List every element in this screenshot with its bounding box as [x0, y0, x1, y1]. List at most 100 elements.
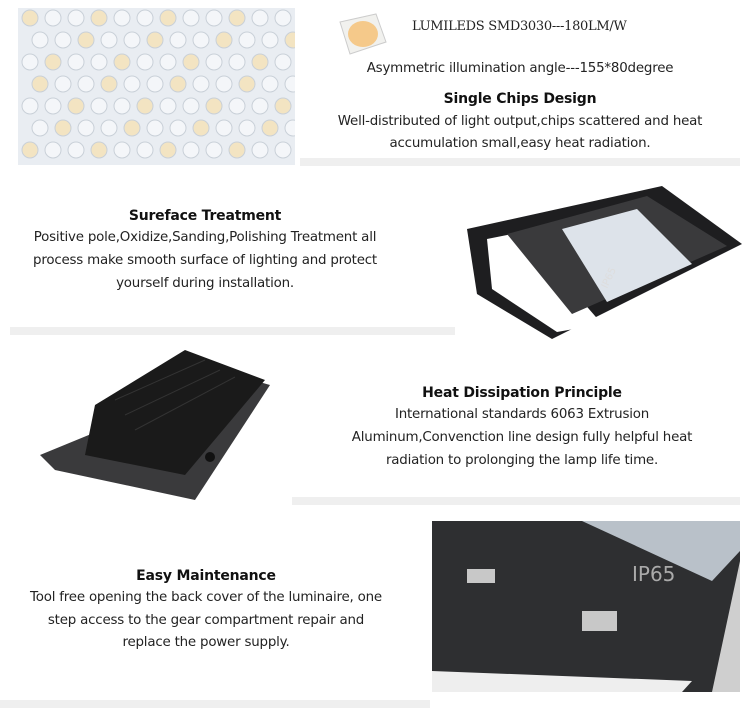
led-lens	[90, 53, 108, 71]
led-lens	[44, 97, 62, 115]
maintenance-line-3: replace the power supply.	[122, 635, 290, 650]
led-lens	[31, 75, 49, 93]
led-lens	[228, 53, 246, 71]
led-lens	[67, 53, 85, 71]
led-lens	[284, 119, 295, 137]
led-lens	[77, 75, 95, 93]
led-lens	[44, 9, 62, 27]
led-lens	[21, 97, 39, 115]
led-lens	[205, 9, 223, 27]
led-lens	[284, 75, 295, 93]
led-lens	[21, 141, 39, 159]
led-chip-icon	[336, 12, 388, 58]
led-lens	[113, 97, 131, 115]
led-lens	[228, 97, 246, 115]
led-lens	[100, 31, 118, 49]
led-lens	[251, 53, 269, 71]
led-lens	[146, 31, 164, 49]
floodlight-closeup-image: IP65	[432, 521, 740, 692]
led-lens	[100, 119, 118, 137]
surface-treatment-heading: Sureface Treatment	[128, 208, 282, 224]
surface-line-1: Positive pole,Oxidize,Sanding,Polishing …	[33, 230, 377, 245]
led-lens	[159, 53, 177, 71]
led-lens	[261, 31, 279, 49]
maintenance-line-2: step access to the gear compartment repa…	[47, 613, 365, 628]
led-lens	[77, 31, 95, 49]
led-lens	[274, 97, 292, 115]
led-lens	[21, 53, 39, 71]
led-lens	[31, 119, 49, 137]
floodlight-front-image: IP65	[462, 184, 747, 342]
led-lens	[169, 119, 187, 137]
led-lens	[113, 141, 131, 159]
single-chips-heading: Single Chips Design	[443, 91, 597, 107]
led-lens	[136, 97, 154, 115]
led-lens	[113, 9, 131, 27]
led-lens	[67, 97, 85, 115]
led-lens	[228, 141, 246, 159]
led-lens	[21, 9, 39, 27]
led-lens	[238, 31, 256, 49]
heat-line-3: radiation to prolonging the lamp life ti…	[385, 453, 659, 468]
led-lens	[274, 141, 292, 159]
led-lens	[205, 97, 223, 115]
led-lens	[123, 31, 141, 49]
led-lens	[251, 9, 269, 27]
led-lens	[169, 31, 187, 49]
led-lens	[182, 53, 200, 71]
divider	[0, 700, 430, 708]
led-lens	[205, 141, 223, 159]
led-lens	[159, 141, 177, 159]
chip-spec-label: LUMILEDS SMD3030---180LM/W	[412, 19, 627, 34]
single-chips-line-2: accumulation small,easy heat radiation.	[389, 136, 651, 151]
led-lens	[284, 31, 295, 49]
led-lens	[274, 53, 292, 71]
led-lens	[90, 141, 108, 159]
led-lens	[205, 53, 223, 71]
easy-maintenance-heading: Easy Maintenance	[136, 568, 276, 584]
led-lens	[113, 53, 131, 71]
led-lens	[90, 97, 108, 115]
led-lens	[215, 75, 233, 93]
led-lens	[44, 141, 62, 159]
led-lens	[146, 75, 164, 93]
maintenance-line-1: Tool free opening the back cover of the …	[30, 590, 382, 605]
led-lens	[146, 119, 164, 137]
led-lens	[123, 119, 141, 137]
divider	[10, 327, 455, 335]
led-lens	[251, 141, 269, 159]
led-lens	[31, 31, 49, 49]
led-lens	[54, 31, 72, 49]
led-panel-image	[18, 8, 295, 165]
led-lens	[169, 75, 187, 93]
led-lens	[67, 9, 85, 27]
divider	[292, 497, 740, 505]
led-lens	[228, 9, 246, 27]
led-lens	[251, 97, 269, 115]
led-lens	[159, 9, 177, 27]
led-lens	[100, 75, 118, 93]
led-lens	[67, 141, 85, 159]
led-lens	[77, 119, 95, 137]
led-lens	[261, 75, 279, 93]
divider	[300, 158, 740, 166]
led-lens	[182, 141, 200, 159]
led-lens	[90, 9, 108, 27]
led-lens	[54, 75, 72, 93]
led-lens	[238, 75, 256, 93]
floodlight-back-image	[35, 345, 275, 503]
led-lens	[215, 31, 233, 49]
led-lens	[44, 53, 62, 71]
heat-line-1: International standards 6063 Extrusion	[394, 407, 650, 422]
led-lens	[123, 75, 141, 93]
led-lens	[238, 119, 256, 137]
led-lens	[274, 9, 292, 27]
illumination-angle-label: Asymmetric illumination angle---155*80de…	[366, 61, 674, 76]
heat-line-2: Aluminum,Convenction line design fully h…	[351, 430, 693, 445]
heat-dissipation-heading: Heat Dissipation Principle	[422, 385, 622, 401]
led-lens	[159, 97, 177, 115]
led-lens	[182, 9, 200, 27]
single-chips-line-1: Well-distributed of light output,chips s…	[337, 114, 703, 129]
surface-line-3: yourself during installation.	[116, 276, 294, 291]
led-lens	[136, 53, 154, 71]
